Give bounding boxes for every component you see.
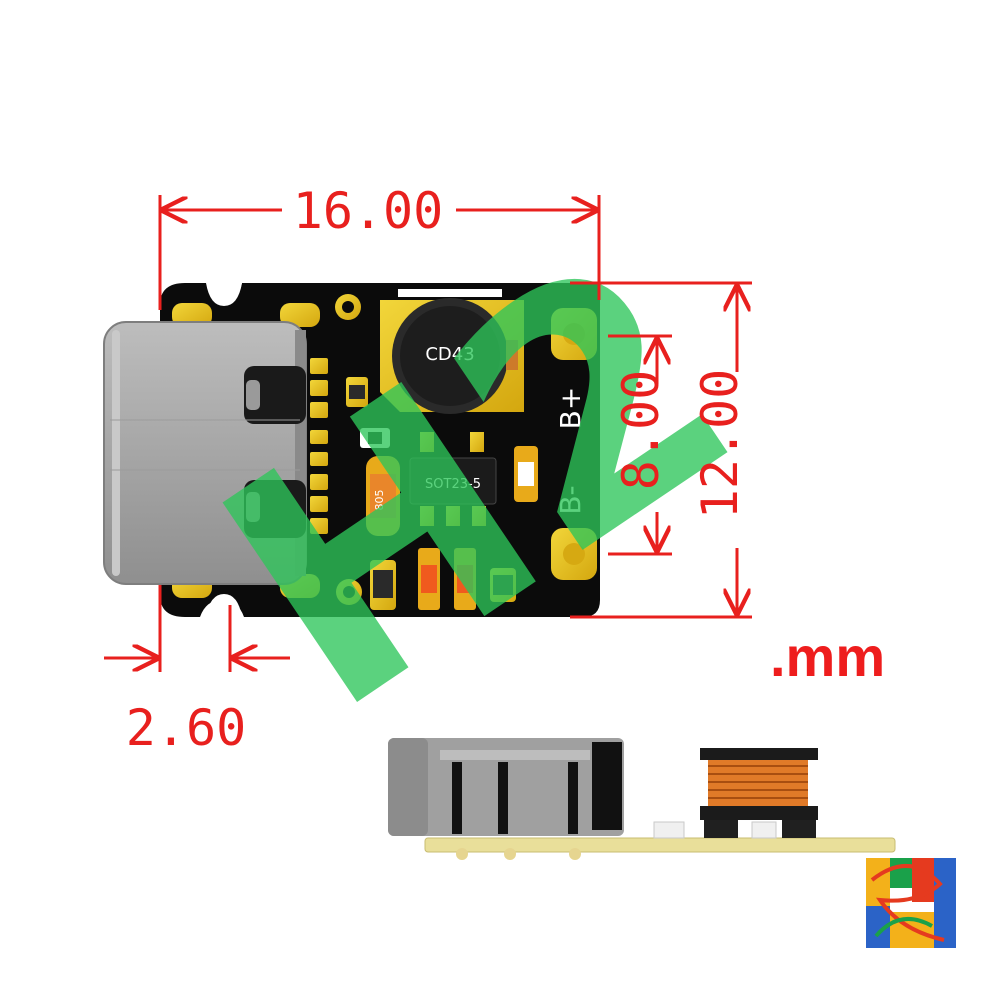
- side-smd-part-2: [751, 821, 777, 839]
- inductor-label: CD43: [425, 344, 474, 365]
- usb-c-connector: [103, 321, 307, 585]
- usb-pin-row: [310, 358, 328, 534]
- battery-pad-positive: B+: [551, 308, 597, 429]
- smd-capacitor-1: [346, 377, 368, 407]
- smd-led-1: [418, 548, 440, 610]
- battery-pad-negative: B-: [551, 485, 597, 580]
- board-notch-bottom: [206, 594, 242, 617]
- usb-shell-pad-top-right: [280, 303, 320, 327]
- side-smd-part-1: [653, 821, 685, 839]
- smd-capacitor-2: [514, 446, 538, 502]
- brand-logo: [864, 856, 958, 950]
- height-dimension-label: 12.00: [691, 369, 749, 520]
- smd-diode: [360, 428, 390, 448]
- unit-label: .mm: [770, 625, 886, 688]
- dimension-width: 16.00: [158, 182, 601, 310]
- resistor-label: 805: [373, 490, 386, 511]
- pcb-side-view: [388, 738, 896, 860]
- smd-capacitor-3: [370, 560, 396, 610]
- ic-sot23-5: SOT23-5: [409, 432, 497, 526]
- smd-capacitor-4: [490, 568, 516, 602]
- width-dimension-label: 16.00: [293, 182, 444, 240]
- side-inductor: [700, 748, 818, 838]
- side-pcb: [424, 837, 896, 853]
- dimension-connector-overhang: 2.60: [104, 585, 290, 757]
- pad-spacing-label: 8.00: [612, 370, 670, 490]
- pad-neg-label: B-: [554, 485, 587, 514]
- side-usb-connector: [388, 738, 624, 836]
- overhang-dimension-label: 2.60: [126, 699, 246, 757]
- dimension-height: 12.00: [570, 281, 752, 619]
- ic-label: SOT23-5: [425, 477, 481, 492]
- inductor-cd43: CD43: [380, 289, 524, 414]
- pcb-top-view: CD43 805 SOT23-5: [103, 283, 600, 617]
- smd-led-2: [454, 548, 476, 610]
- smd-resistor-805: 805: [366, 456, 400, 536]
- board-notch-top: [206, 283, 242, 306]
- dimension-pad-spacing: 8.00: [608, 334, 672, 556]
- pad-pos-label: B+: [554, 387, 587, 430]
